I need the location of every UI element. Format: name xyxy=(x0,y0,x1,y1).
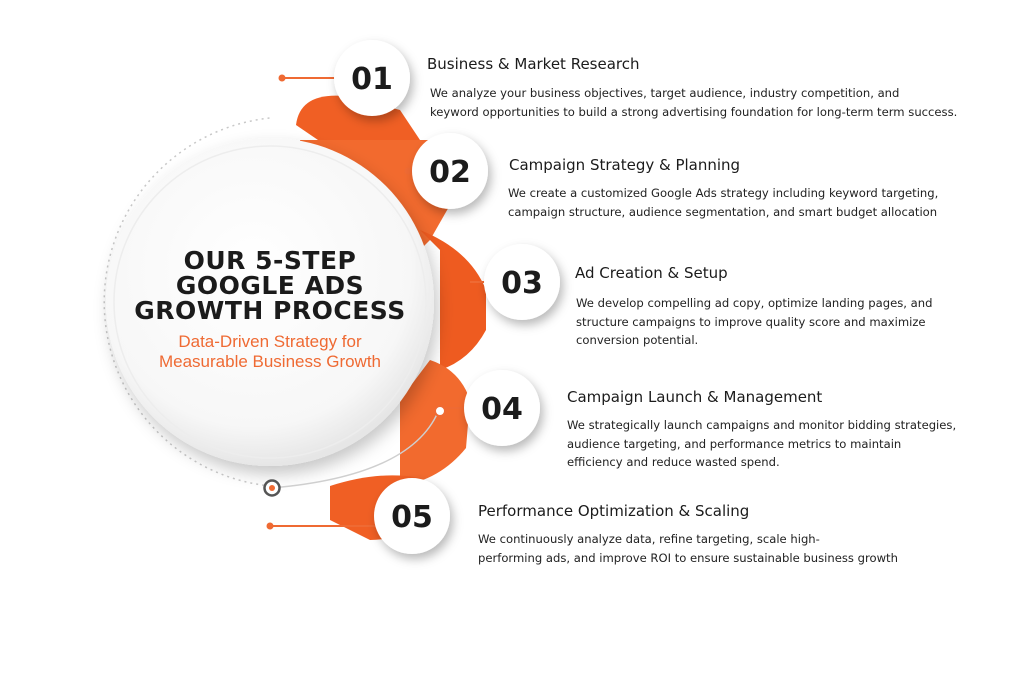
hub-title-line-3: GROWTH PROCESS xyxy=(134,296,406,325)
step-description-01-line-2: keyword opportunities to build a strong … xyxy=(430,104,958,119)
gear-segment-1 xyxy=(296,95,420,140)
step-description-03-line-1: We develop compelling ad copy, optimize … xyxy=(576,296,933,310)
step-badge-01: 01 xyxy=(334,40,410,116)
step-number-01: 01 xyxy=(351,62,393,97)
step-title-02: Campaign Strategy & Planning xyxy=(509,156,741,174)
connector-arc xyxy=(271,411,439,489)
step-number-05: 05 xyxy=(391,500,433,535)
ring-marker-bottom-dot xyxy=(269,485,275,491)
hub-subtitle-line-1: Data-Driven Strategy for xyxy=(178,332,362,351)
hub-subtitle-line-2: Measurable Business Growth xyxy=(158,352,382,371)
step-description-03-line-3: conversion potential. xyxy=(576,333,699,347)
step-description-01: We analyze your business objectives, tar… xyxy=(430,84,957,121)
step-description-04-line-2: audience targeting, and performance metr… xyxy=(567,436,902,451)
hub-title-line-2: GOOGLE ADS xyxy=(175,271,365,300)
step-description-03: We develop compelling ad copy, optimize … xyxy=(576,294,932,350)
step-title-01: Business & Market Research xyxy=(427,55,640,73)
step-description-04-line-3: efficiency and reduce wasted spend. xyxy=(567,455,780,469)
step-title-05: Performance Optimization & Scaling xyxy=(478,502,750,520)
step-badge-03: 03 xyxy=(484,244,560,320)
step-description-05-line-1: We continuously analyze data, refine tar… xyxy=(478,532,820,546)
step-description-02-line-2: campaign structure, audience segmentatio… xyxy=(508,204,938,219)
step-badge-circle-01 xyxy=(334,40,410,116)
step-description-04: We strategically launch campaigns and mo… xyxy=(567,416,956,472)
step-description-02-line-1: We create a customized Google Ads strate… xyxy=(508,186,939,200)
step-badge-circle-04 xyxy=(464,370,540,446)
hub-inner-ring xyxy=(113,145,427,459)
ring-marker-04 xyxy=(434,405,446,417)
step-badge-04: 04 xyxy=(464,370,540,446)
step-badge-circle-05 xyxy=(374,478,450,554)
step-title-04: Campaign Launch & Management xyxy=(567,388,823,406)
gear-segment-3 xyxy=(420,230,486,370)
step-description-04-line-1: We strategically launch campaigns and mo… xyxy=(567,418,957,432)
step-description-03-line-2: structure campaigns to improve quality s… xyxy=(576,314,926,329)
connector-dot-05 xyxy=(266,522,274,530)
step-badge-circle-02 xyxy=(412,133,488,209)
step-description-05: We continuously analyze data, refine tar… xyxy=(478,530,898,567)
connector-dot-02 xyxy=(404,167,412,175)
hub-title-line-1: OUR 5-STEP xyxy=(183,246,357,275)
connector-dot-01 xyxy=(278,74,286,82)
step-badge-02: 02 xyxy=(412,133,488,209)
step-description-02: We create a customized Google Ads strate… xyxy=(508,184,938,221)
hub-circle xyxy=(106,138,434,466)
step-badge-05: 05 xyxy=(374,478,450,554)
step-title-03: Ad Creation & Setup xyxy=(575,264,728,282)
step-number-04: 04 xyxy=(481,392,523,427)
step-number-02: 02 xyxy=(429,155,471,190)
step-description-01-line-1: We analyze your business objectives, tar… xyxy=(430,86,900,100)
dotted-arc xyxy=(103,117,271,487)
gear-segment-4 xyxy=(400,360,470,486)
step-number-03: 03 xyxy=(501,266,543,301)
step-description-05-line-2: performing ads, and improve ROI to ensur… xyxy=(478,550,898,565)
step-badge-circle-03 xyxy=(484,244,560,320)
